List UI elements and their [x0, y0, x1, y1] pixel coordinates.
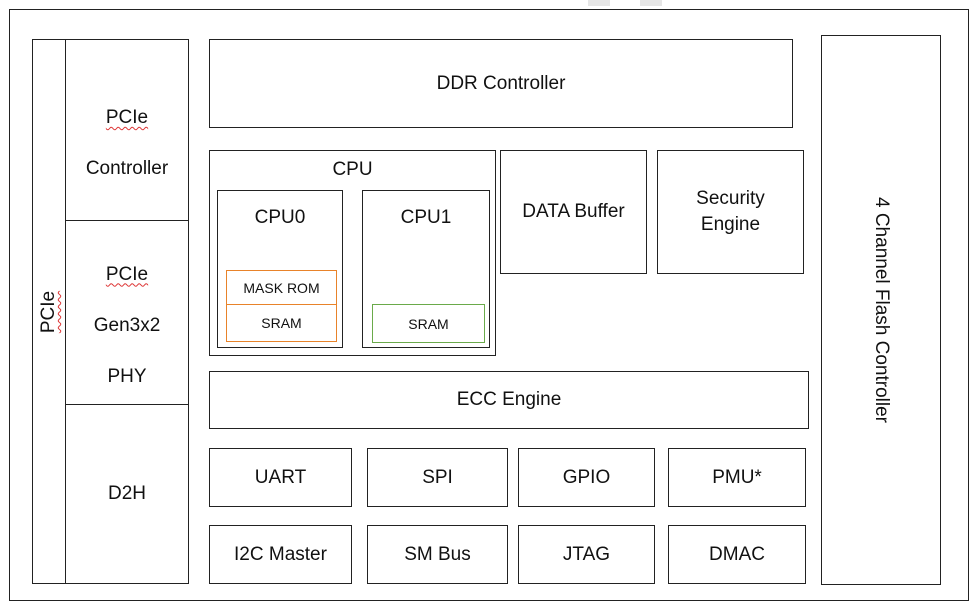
cpu0-label: CPU0 — [254, 207, 306, 228]
pcie-phy-word1: PCIe — [105, 263, 149, 285]
pcie-block: PCIe — [32, 39, 66, 584]
uart-block: UART — [209, 448, 352, 507]
data-buffer-block: DATA Buffer — [500, 150, 647, 274]
cpu0-sram-block: SRAM — [226, 304, 337, 342]
i2c-master-block: I2C Master — [209, 525, 352, 584]
top-mark — [588, 0, 610, 6]
pcie-controller-block: PCIe Controller — [65, 39, 189, 222]
dmac-block: DMAC — [668, 525, 806, 584]
uart-label: UART — [254, 466, 307, 488]
cpu0-block: CPU0 MASK ROM SRAM — [217, 190, 343, 348]
cpu1-sram-label: SRAM — [408, 315, 449, 332]
pmu-block: PMU* — [668, 448, 806, 507]
pcie-phy-word2: Gen3x2 — [93, 315, 161, 336]
cpu1-sram-block: SRAM — [372, 304, 485, 343]
d2h-block: D2H — [65, 404, 189, 584]
cpu-label: CPU — [332, 159, 373, 180]
mask-rom-block: MASK ROM — [226, 270, 337, 306]
data-buffer-label: DATA Buffer — [522, 201, 625, 223]
mask-rom-label: MASK ROM — [243, 280, 320, 296]
ecc-engine-label: ECC Engine — [456, 389, 562, 411]
gpio-block: GPIO — [518, 448, 655, 507]
gpio-label: GPIO — [562, 466, 611, 488]
pcie-phy-label: PCIe Gen3x2 PHY — [94, 236, 161, 390]
pcie-phy-block: PCIe Gen3x2 PHY — [65, 220, 189, 406]
ecc-engine-block: ECC Engine — [209, 371, 809, 429]
ddr-controller-block: DDR Controller — [209, 39, 793, 128]
security-engine-label: Security Engine — [696, 188, 765, 235]
cpu1-block: CPU1 SRAM — [362, 190, 490, 348]
flash-controller-label: 4 Channel Flash Controller — [871, 196, 892, 424]
top-mark — [640, 0, 662, 6]
pcie-controller-label: PCIe Controller — [86, 79, 168, 182]
d2h-label: D2H — [107, 483, 146, 505]
cpu0-sram-label: SRAM — [261, 315, 302, 331]
pcie-phy-word3: PHY — [107, 366, 147, 388]
soc-block-diagram: PCIe PCIe Controller PCIe Gen3x2 PHY D2H… — [9, 9, 969, 601]
sm-bus-label: SM Bus — [404, 543, 471, 565]
cpu-group-block: CPU CPU0 MASK ROM SRAM CPU1 SRAM — [209, 150, 496, 356]
pcie-controller-word1: PCIe — [105, 106, 149, 128]
pmu-label: PMU* — [712, 466, 762, 488]
pcie-controller-word2: Controller — [85, 158, 169, 180]
jtag-block: JTAG — [518, 525, 655, 584]
dmac-label: DMAC — [709, 543, 765, 565]
cpu1-label: CPU1 — [400, 207, 452, 228]
ddr-controller-label: DDR Controller — [436, 72, 566, 94]
spi-block: SPI — [367, 448, 508, 507]
jtag-label: JTAG — [562, 543, 611, 565]
security-engine-block: Security Engine — [657, 150, 804, 274]
sm-bus-block: SM Bus — [367, 525, 508, 584]
pcie-label: PCIe — [38, 290, 59, 333]
i2c-master-label: I2C Master — [234, 543, 327, 565]
spi-label: SPI — [422, 466, 453, 488]
flash-controller-block: 4 Channel Flash Controller — [821, 35, 941, 585]
